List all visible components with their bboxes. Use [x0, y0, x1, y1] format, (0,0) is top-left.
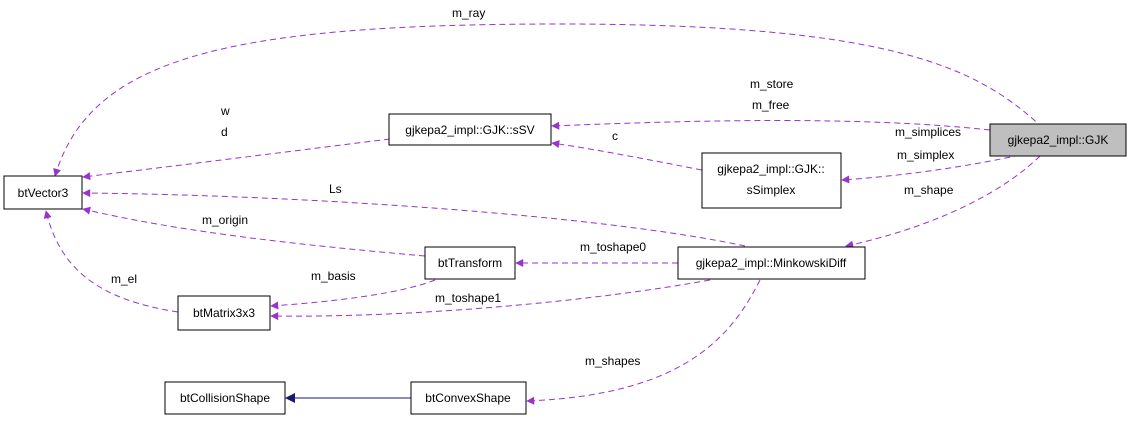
node-ssimplex-label-line1: gjkepa2_impl::GJK:: [717, 162, 824, 176]
node-gjk-label: gjkepa2_impl::GJK [1008, 133, 1109, 147]
edge-ls [82, 189, 746, 247]
edge-label-m-origin: m_origin [202, 213, 248, 227]
edge-label-c: c [612, 129, 618, 143]
edge-c [551, 140, 703, 171]
edge-labels: m_ray m_store m_free w d c m_simplices m… [111, 6, 961, 368]
node-btconvexshape[interactable]: btConvexShape [410, 381, 527, 415]
edge-m-simplices [841, 154, 1021, 184]
edge-m-shapes [526, 279, 761, 405]
node-ssv-label: gjkepa2_impl::GJK::sSV [405, 123, 534, 137]
edge-m-shape [845, 155, 1041, 249]
edge-label-m-simplex: m_simplex [897, 148, 954, 162]
edge-label-m-toshape1: m_toshape1 [435, 291, 501, 305]
node-btcollisionshape-label: btCollisionShape [180, 391, 270, 405]
node-btmatrix3x3[interactable]: btMatrix3x3 [177, 295, 271, 331]
edges [43, 23, 1044, 405]
edge-m-el [43, 210, 179, 313]
node-bttransform-label: btTransform [438, 256, 502, 270]
edge-m-basis [270, 279, 436, 310]
edge-m-store-free [551, 120, 991, 131]
node-bttransform[interactable]: btTransform [424, 246, 516, 280]
node-btvector3-label: btVector3 [18, 186, 69, 200]
edge-w-d [82, 138, 391, 181]
edge-label-m-store: m_store [750, 77, 794, 91]
node-ssimplex[interactable]: gjkepa2_impl::GJK:: sSimplex [701, 152, 842, 209]
node-minkowskidiff[interactable]: gjkepa2_impl::MinkowskiDiff [677, 246, 866, 280]
edge-m-ray [53, 23, 1044, 177]
edge-label-m-el: m_el [111, 272, 137, 286]
edge-label-m-shapes: m_shapes [585, 354, 640, 368]
node-btmatrix3x3-label: btMatrix3x3 [193, 306, 255, 320]
edge-label-ls: Ls [329, 182, 342, 196]
edge-label-m-simplices: m_simplices [895, 125, 961, 139]
edge-label-m-ray: m_ray [452, 6, 485, 20]
edge-label-m-free: m_free [752, 98, 790, 112]
node-btcollisionshape[interactable]: btCollisionShape [164, 381, 286, 415]
node-btconvexshape-label: btConvexShape [425, 391, 511, 405]
edge-label-w: w [220, 104, 230, 118]
node-btvector3[interactable]: btVector3 [3, 175, 83, 210]
edge-label-d: d [221, 125, 228, 139]
node-ssv[interactable]: gjkepa2_impl::GJK::sSV [388, 113, 552, 146]
edge-label-m-shape: m_shape [904, 183, 954, 197]
edge-label-m-toshape0: m_toshape0 [580, 240, 646, 254]
node-ssimplex-label-line2: sSimplex [747, 183, 796, 197]
node-minkowskidiff-label: gjkepa2_impl::MinkowskiDiff [696, 256, 847, 270]
node-gjk[interactable]: gjkepa2_impl::GJK [989, 123, 1127, 157]
edge-label-m-basis: m_basis [311, 269, 356, 283]
edge-m-origin [82, 206, 426, 257]
